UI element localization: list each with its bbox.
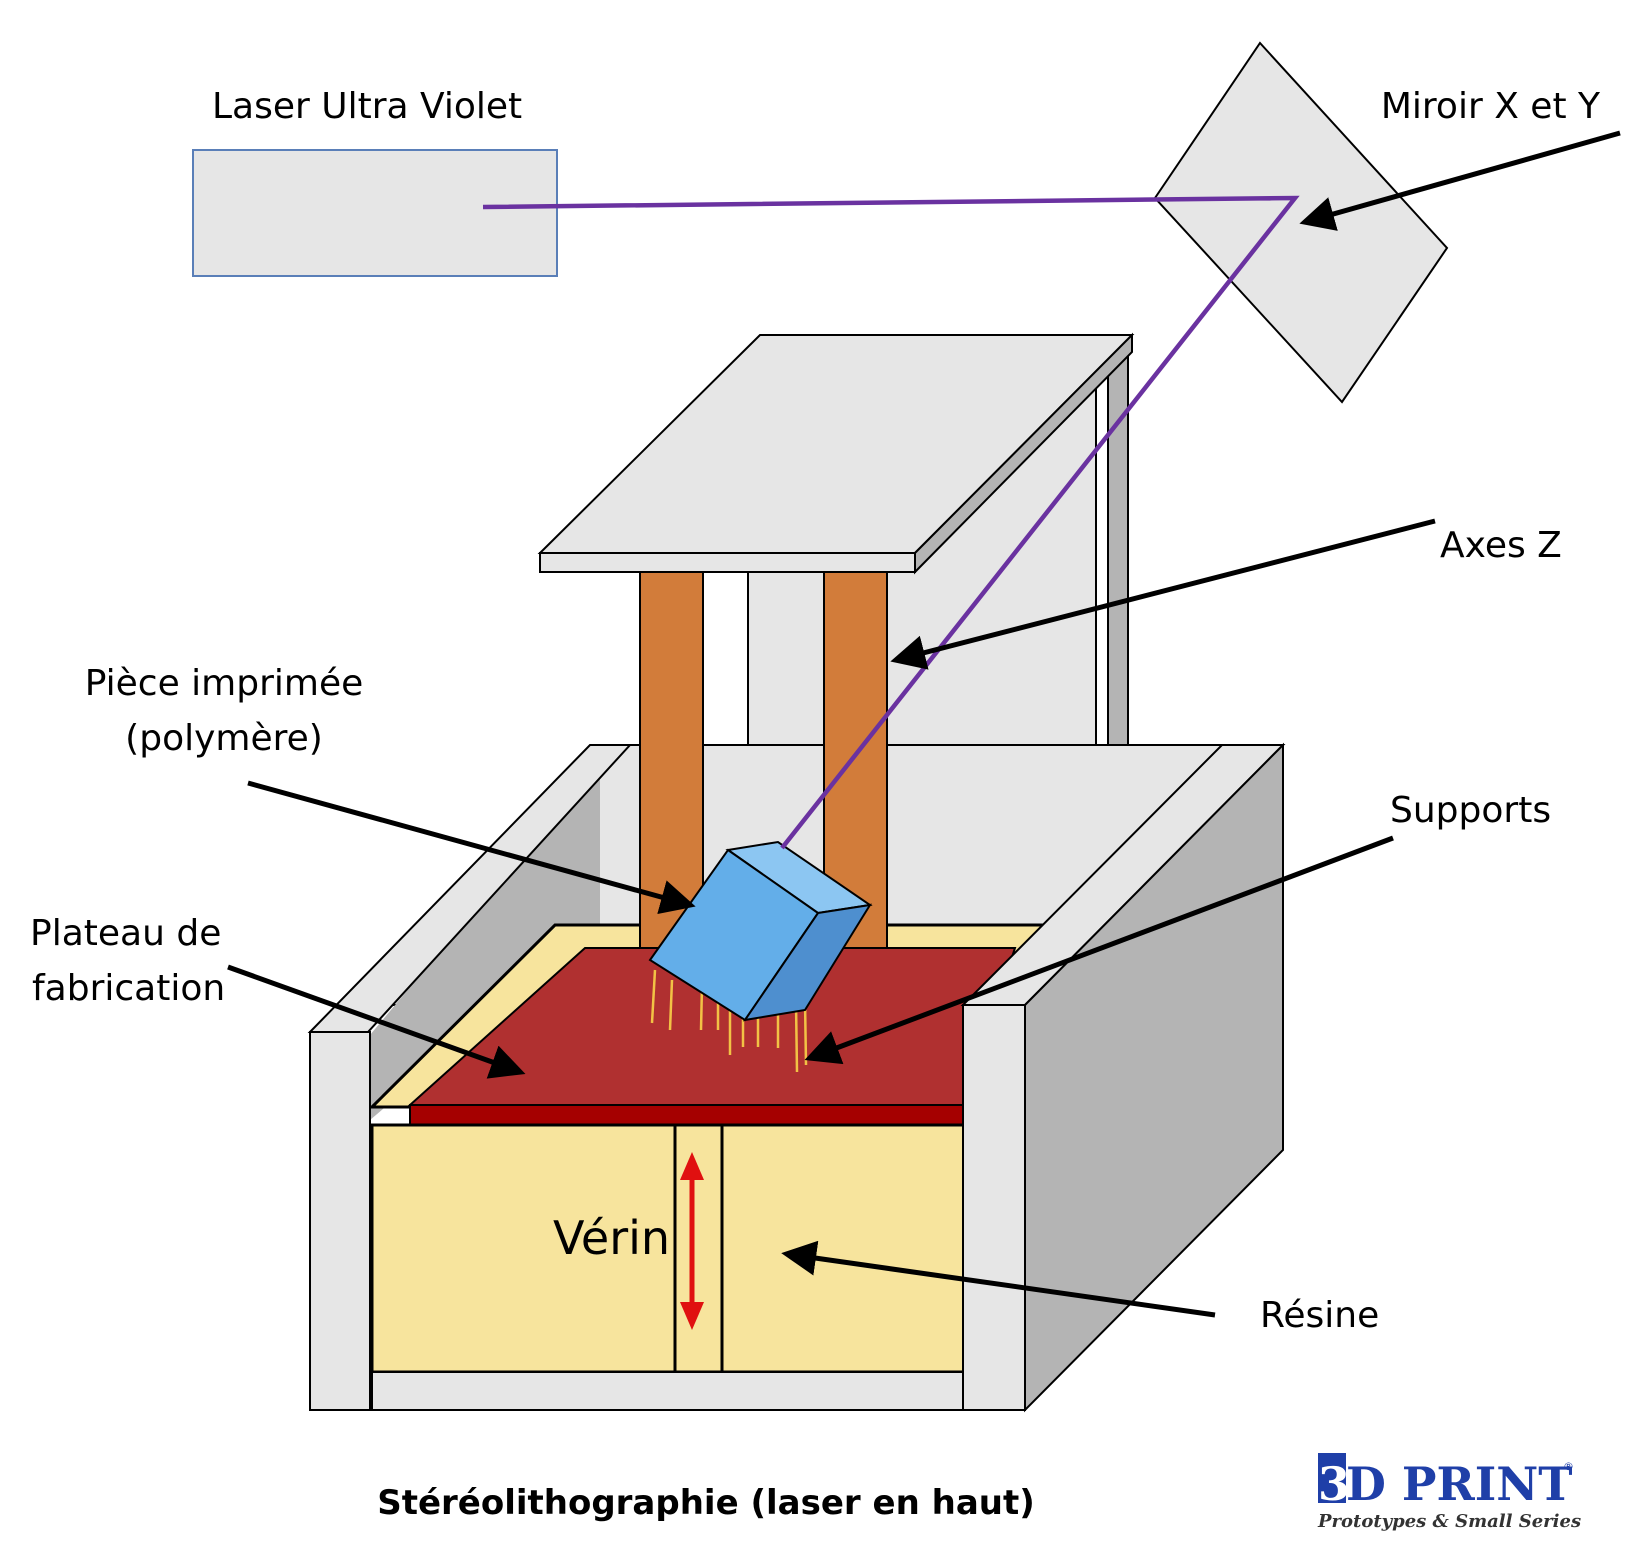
- platform-leader-arrow: [227, 964, 526, 1079]
- z-tower-side: [1107, 337, 1129, 746]
- vat-left-inner-wall: [370, 760, 600, 1120]
- logo-registered: ®: [1563, 1460, 1574, 1473]
- build-platform-front: [409, 1104, 964, 1126]
- printed-part-label-line1: Pièce imprimée: [85, 663, 364, 704]
- actuator-rod: [673, 1123, 724, 1374]
- leader-arrows: [227, 130, 1621, 1318]
- 3d-print-logo: 3 D PRINT ® Prototypes & Small Series: [1317, 1453, 1581, 1532]
- logo-mark: 3: [1318, 1457, 1350, 1511]
- diagram-caption: Stéréolithographie (laser en haut): [377, 1483, 1035, 1523]
- resin-front: [370, 1123, 967, 1374]
- platform-label-line1: Plateau de: [30, 913, 221, 954]
- laser-beam: [482, 195, 1300, 850]
- logo-tagline: Prototypes & Small Series: [1317, 1511, 1581, 1532]
- z-axis-label: Axes Z: [1440, 525, 1562, 566]
- actuator-label: Vérin: [553, 1211, 670, 1265]
- vat-left-post: [309, 1031, 371, 1411]
- mirror-label: Miroir X et Y: [1381, 86, 1601, 127]
- resin-label: Résine: [1260, 1295, 1379, 1336]
- logo-text: D PRINT: [1346, 1457, 1573, 1511]
- z-tower-top-front: [539, 552, 916, 573]
- actuator-arrow-head-down: [680, 1302, 704, 1330]
- actuator-arrow-head-up: [680, 1152, 704, 1180]
- platform-label-line2: fabrication: [32, 968, 225, 1009]
- laser-box: [192, 149, 558, 277]
- mirror-leader-arrow: [1299, 130, 1621, 231]
- resin-leader-arrow: [781, 1240, 1216, 1318]
- supports-label: Supports: [1390, 790, 1551, 831]
- printed-part-label-line2: (polymère): [125, 718, 323, 759]
- printed-part-side: [742, 903, 872, 1022]
- printed-part-leader-arrow: [247, 780, 696, 915]
- z-axis-leader-arrow: [890, 518, 1436, 670]
- vat-bottom-rim: [371, 1371, 966, 1411]
- logo-mark-box: [1318, 1453, 1346, 1503]
- supports-leader-arrow: [804, 835, 1394, 1065]
- laser-label: Laser Ultra Violet: [212, 86, 522, 127]
- vat-right-side: [1024, 742, 1284, 1413]
- vat-right-post: [962, 1004, 1026, 1411]
